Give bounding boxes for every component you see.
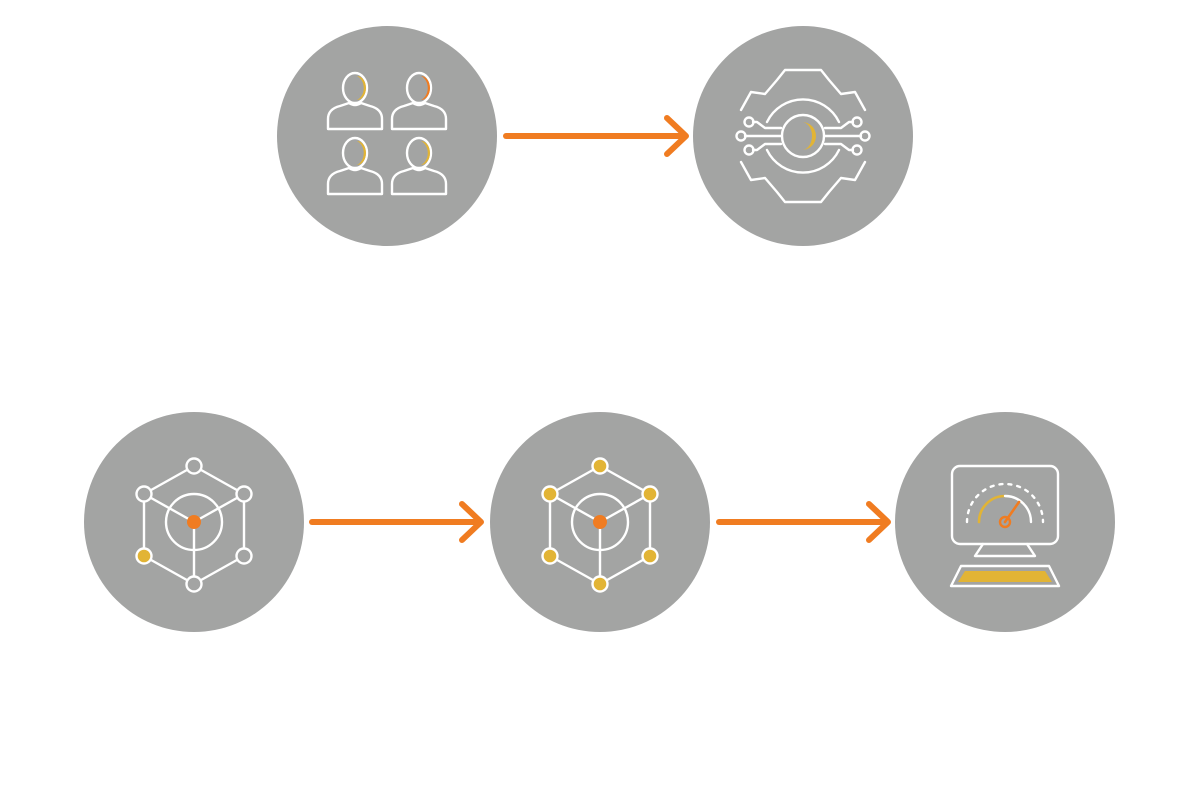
cube-node-upper-left	[135, 485, 153, 503]
cube-node-center	[187, 515, 201, 529]
node-circle	[693, 26, 913, 246]
arrow-n4-n5	[716, 501, 891, 543]
people-group-icon	[326, 71, 448, 196]
cube-node-top	[185, 457, 203, 475]
node-network-1	[84, 412, 304, 632]
node-network-2	[490, 412, 710, 632]
network-cube-icon	[541, 457, 659, 593]
cube-node-lower-left	[135, 547, 153, 565]
arrow-n3-n4	[309, 501, 484, 543]
performance-monitor-icon	[949, 464, 1061, 588]
cube-node-upper-left	[541, 485, 559, 503]
cube-node-upper-right	[235, 485, 253, 503]
gear-circuit-icon	[735, 68, 871, 204]
node-gear	[693, 26, 913, 246]
cube-node-lower-right	[641, 547, 659, 565]
cube-node-lower-right	[235, 547, 253, 565]
cube-node-bottom	[185, 575, 203, 593]
node-monitor	[895, 412, 1115, 632]
cube-node-bottom	[591, 575, 609, 593]
arrow-n1-n2	[503, 115, 689, 157]
cube-node-top	[591, 457, 609, 475]
cube-node-upper-right	[641, 485, 659, 503]
cube-node-lower-left	[541, 547, 559, 565]
network-cube-icon	[135, 457, 253, 593]
cube-node-center	[593, 515, 607, 529]
node-circle	[277, 26, 497, 246]
node-people	[277, 26, 497, 246]
